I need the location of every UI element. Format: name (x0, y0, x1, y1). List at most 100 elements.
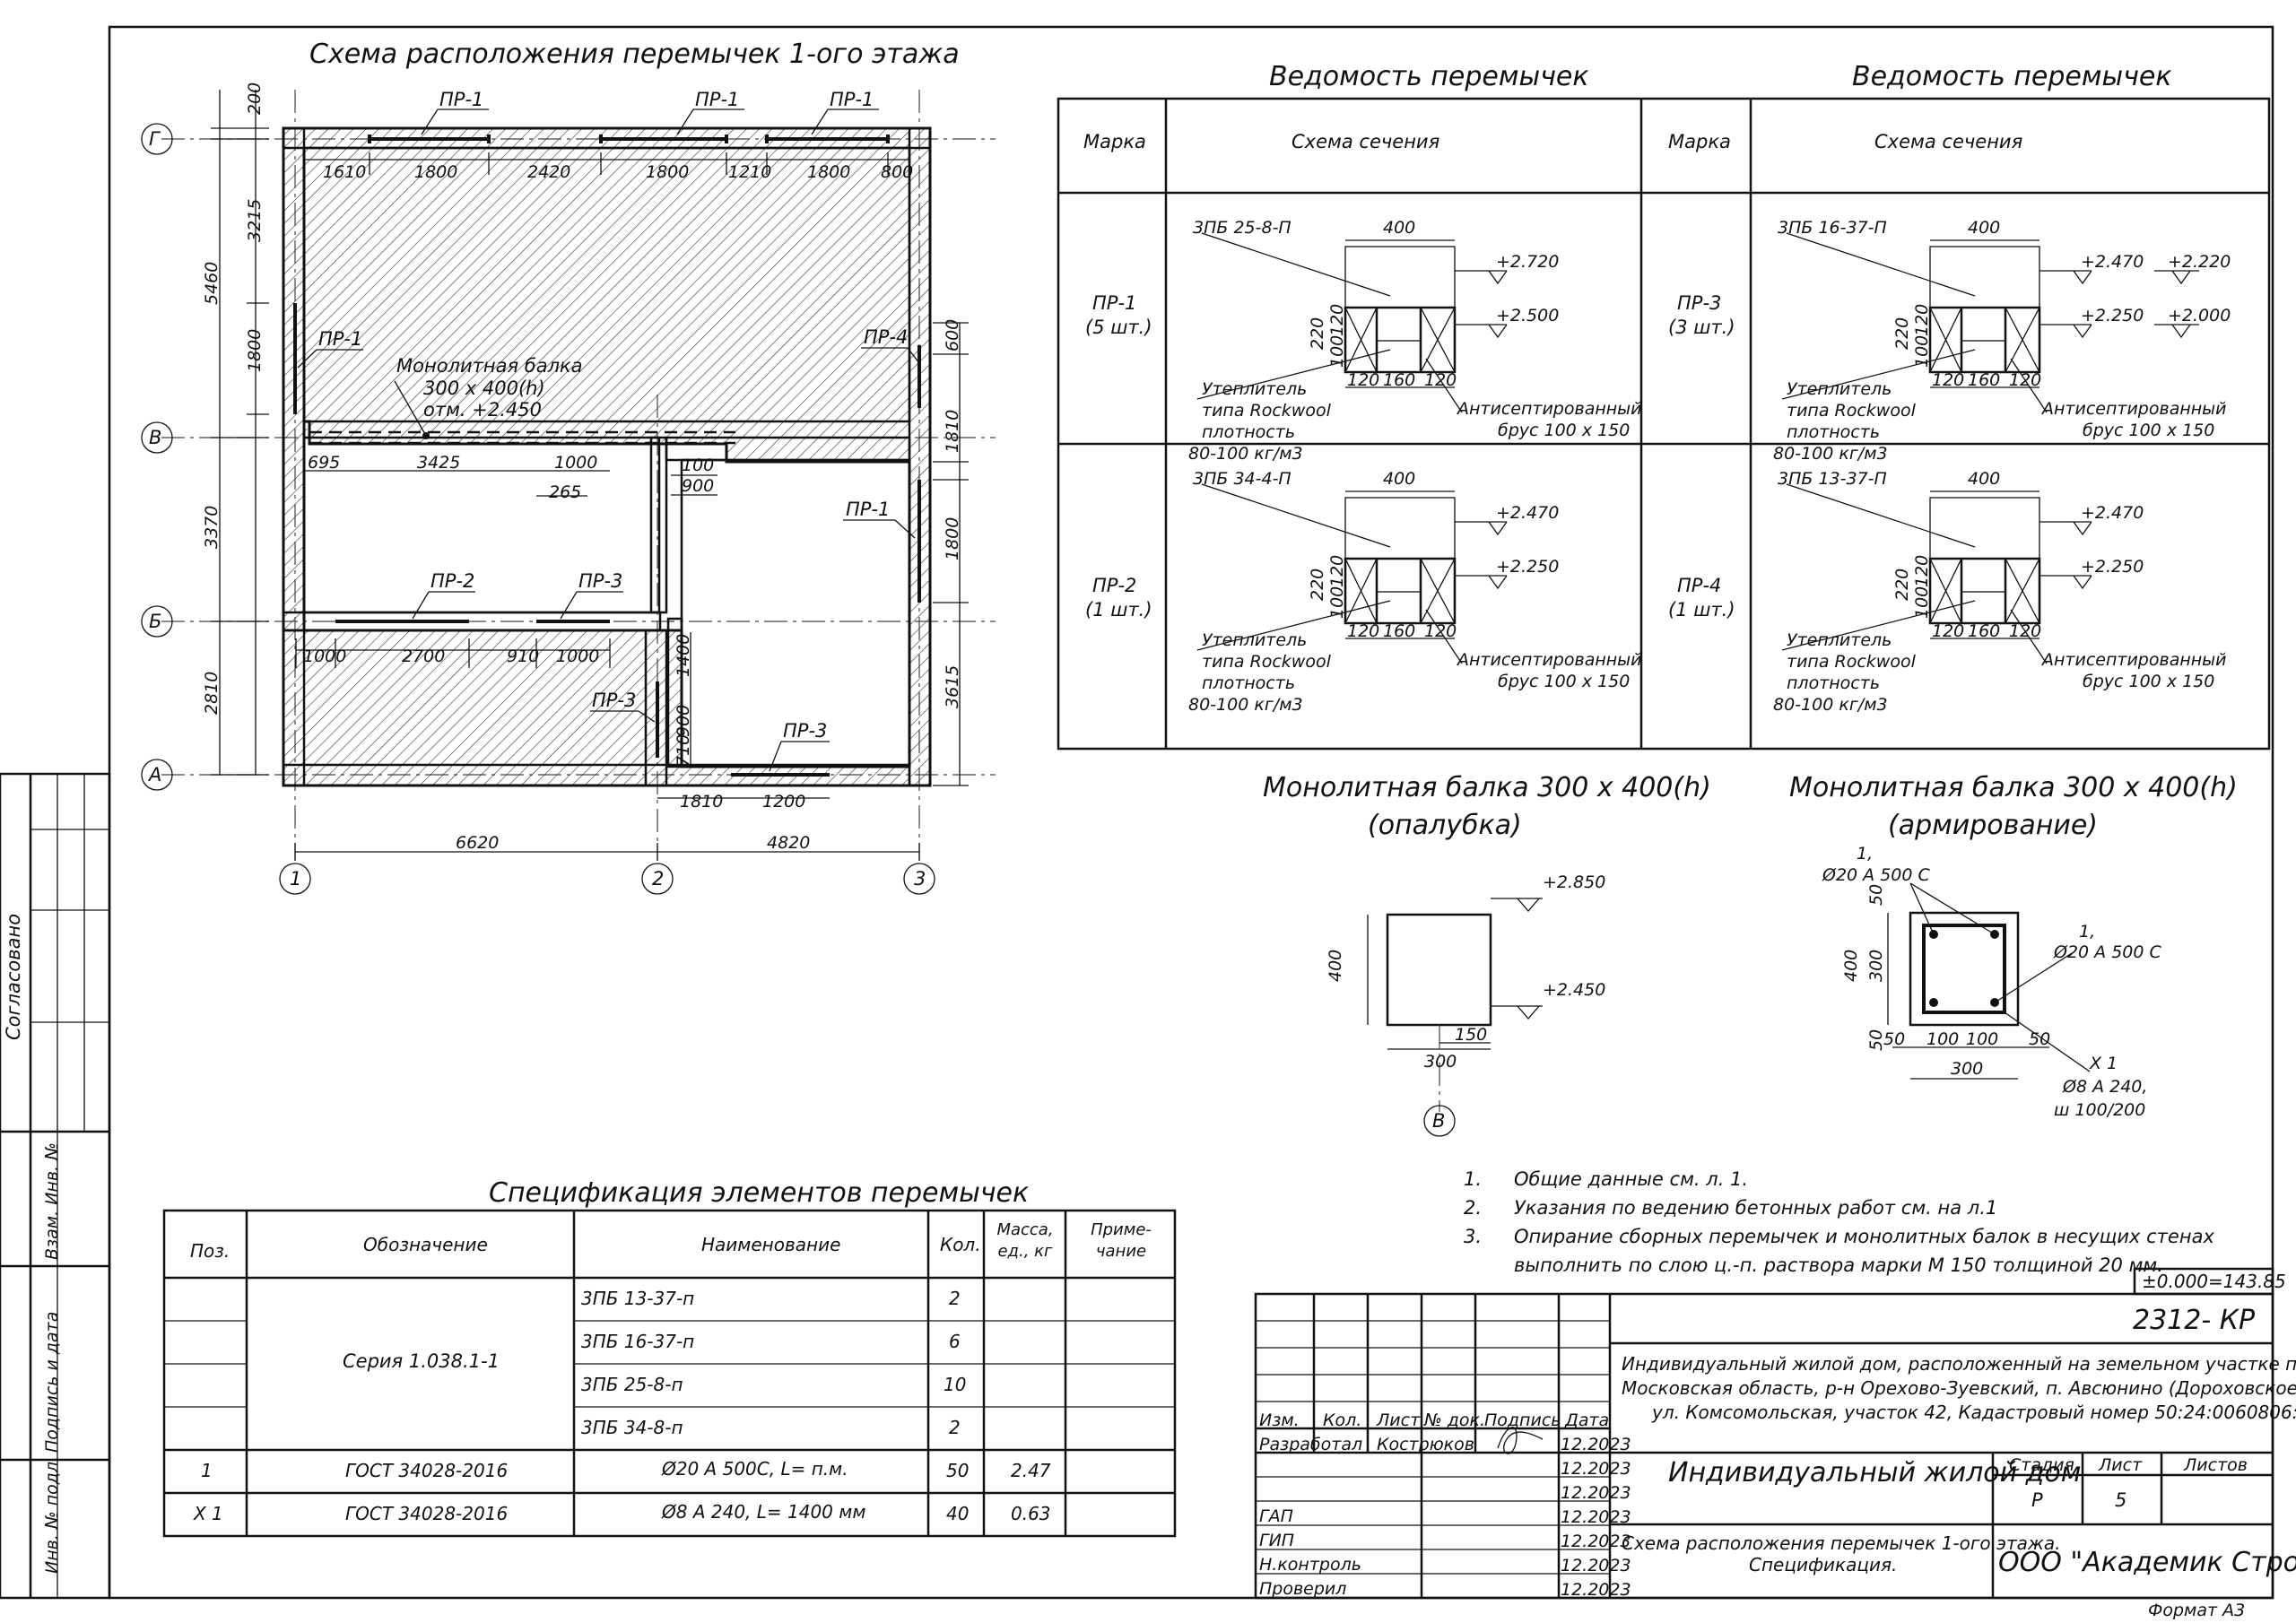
ved-mark-0: ПР-1 (1092, 292, 1136, 314)
spec-h-1: Обозначение (363, 1234, 488, 1255)
plan-mark-pr1-a: ПР-1 (439, 89, 483, 110)
sec-2-ins-1: типа Rockwool (1787, 401, 1917, 421)
dim-top-0: 1610 (323, 162, 366, 182)
spec-item-2-name: 3ПБ 25-8-п (581, 1374, 683, 1395)
stamp-doc-1: Спецификация. (1749, 1554, 1897, 1575)
stamp-date-3: 12.2023 (1561, 1507, 1631, 1527)
dim-bot-inner-1: 1200 (762, 792, 805, 812)
beam-h400: 400 (1326, 950, 1345, 982)
sec-2-h120: 120 (1912, 304, 1932, 336)
plan-mark-pr1-left: ПР-1 (318, 328, 362, 350)
signature (1497, 1427, 1544, 1454)
dim-vert-2: 710 (674, 734, 693, 767)
spec-item-3-name: 3ПБ 34-8-п (581, 1417, 683, 1438)
sec-1-ins-1: типа Rockwool (1202, 652, 1332, 672)
sec-3-w: 400 (1968, 469, 2000, 489)
sec-3-e1: +2.470 (2081, 503, 2144, 523)
sec-3-ins-0: Утеплитель (1787, 630, 1892, 650)
ved-title-left: Ведомость перемычек (1269, 61, 1589, 92)
stamp-date-2: 12.2023 (1561, 1483, 1631, 1503)
spec-h-4: Масса, ед., кг (996, 1220, 1054, 1261)
stamp-date-5: 12.2023 (1561, 1556, 1631, 1575)
beam-r2-b: Ø20 А 500 С (2053, 942, 2162, 962)
sec-0-h220: 220 (1308, 317, 1327, 350)
note-3-t: выполнить по слою ц.-п. раствора марки М… (1514, 1254, 2163, 1276)
spec-row-0-pos: 1 (201, 1460, 213, 1481)
sec-2-ins-3: 80-100 кг/м3 (1773, 444, 1888, 464)
dim-mid-0: 695 (308, 453, 340, 473)
beam-label-2: 300 х 400(h) (423, 378, 545, 399)
dim-mid-3: 265 (549, 482, 581, 502)
beam-r-d50a: 50 (1883, 1029, 1905, 1049)
sec-3-h100: 100 (1912, 586, 1932, 619)
sec-1-b160: 160 (1383, 621, 1415, 641)
sec-3-ins-1: типа Rockwool (1787, 652, 1917, 672)
ved-mark-2: ПР-3 (1677, 292, 1721, 314)
dim-right-1800: 1800 (943, 517, 962, 560)
beam-r-d100b: 100 (1966, 1029, 1998, 1049)
spec-row-1-name: Ø8 А 240, L= 1400 мм (661, 1501, 865, 1523)
stamp-date-6: 12.2023 (1561, 1580, 1631, 1600)
sec-2-e2: +2.250 (2081, 306, 2144, 325)
stamp-object: Индивидуальный жилой дом (1668, 1457, 2081, 1488)
dim-low-3: 1000 (556, 647, 599, 666)
sec-1-ins-2: плотность (1202, 673, 1295, 693)
axis-v: В (149, 427, 161, 448)
beam-r-w300: 300 (1951, 1059, 1983, 1079)
sec-1-ins-0: Утеплитель (1202, 630, 1307, 650)
sec-2-ins-0: Утеплитель (1787, 379, 1892, 399)
sec-0-h100: 100 (1327, 335, 1347, 368)
side-agreed: Согласовано (3, 914, 24, 1040)
beam-r1-b: Ø20 А 500 С (1822, 865, 1931, 885)
sec-3-code: 3ПБ 13-37-П (1778, 469, 1887, 489)
axis-3: 3 (914, 868, 926, 890)
sec-3-b120a: 120 (1932, 621, 1964, 641)
sec-0-ins-0: Утеплитель (1202, 379, 1307, 399)
note-2-t: Опирание сборных перемычек и монолитных … (1514, 1226, 2214, 1247)
axis-b: Б (149, 611, 161, 632)
beam-r2-a: 1, (2079, 922, 2095, 942)
sec-3-h220: 220 (1892, 568, 1912, 601)
sec-0-e2: +2.500 (1496, 306, 1559, 325)
sec-1-e1: +2.470 (1496, 503, 1559, 523)
ved-qty-3: (1 шт.) (1668, 599, 1735, 621)
sec-0-ins-1: типа Rockwool (1202, 401, 1332, 421)
spec-h-0: Поз. (190, 1240, 230, 1262)
ved-qty-2: (3 шт.) (1668, 317, 1735, 338)
spec-row-0-qty: 50 (946, 1460, 969, 1481)
beam-label-3: отм. +2.450 (423, 399, 542, 421)
beam-r-d100a: 100 (1926, 1029, 1959, 1049)
sec-0-brus-1: брус 100 х 150 (1498, 421, 1630, 440)
ved-mark-1: ПР-2 (1092, 575, 1136, 596)
axis-g: Г (149, 128, 161, 150)
sec-2-w: 400 (1968, 218, 2000, 238)
sec-2-e3: +2.220 (2168, 252, 2231, 272)
dim-left-1800: 1800 (245, 329, 265, 372)
beam-r-h400: 400 (1841, 950, 1861, 982)
plan-mark-pr1-b: ПР-1 (695, 89, 739, 110)
sec-1-brus-1: брус 100 х 150 (1498, 672, 1630, 691)
dim-right-1810: 1810 (943, 410, 962, 453)
stamp-addr-2: ул. Комсомольская, участок 42, Кадастров… (1651, 1402, 2296, 1423)
spec-row-0-mass: 2.47 (1011, 1460, 1051, 1481)
dim-top-6: 800 (881, 162, 913, 182)
plan-title: Схема расположения перемычек 1-ого этажа (309, 39, 960, 70)
beam-r-d50-top: 50 (1866, 884, 1886, 906)
dim-top-3: 1800 (646, 162, 689, 182)
beam-e2: +2.450 (1543, 980, 1605, 1000)
spec-item-0-qty: 2 (949, 1288, 961, 1309)
title-block: ±0.000=143.85 (1254, 1267, 2296, 1600)
side-vzam: Взам. Инв. № (42, 1142, 62, 1260)
spec-table: Спецификация элементов перемычек Поз. Об… (162, 1177, 1177, 1538)
sec-1-h220: 220 (1308, 568, 1327, 601)
sec-2-code: 3ПБ 16-37-П (1778, 218, 1887, 238)
ved-title-right: Ведомость перемычек (1852, 61, 2172, 92)
beam-e1: +2.850 (1543, 872, 1605, 892)
dim-left-5460: 5460 (202, 262, 222, 305)
plan-mark-pr2: ПР-2 (430, 570, 474, 592)
beam-w150: 150 (1455, 1025, 1487, 1045)
spec-title: Спецификация элементов перемычек (489, 1177, 1029, 1209)
sec-0-w: 400 (1383, 218, 1415, 238)
